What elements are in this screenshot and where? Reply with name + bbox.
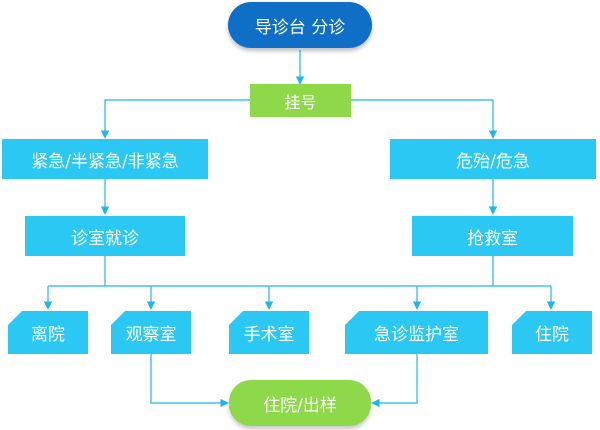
critical-node: 危殆/危急 [390, 139, 596, 179]
triage-desk-node: 导诊台 分诊 [228, 2, 372, 48]
discharge-node: 离院 [8, 311, 88, 354]
operating-room-node: 手术室 [229, 311, 309, 354]
urgent-node: 紧急/半紧急/非紧急 [2, 139, 208, 179]
connector-to-urgent [100, 99, 250, 139]
emergency-monitoring-node: 急诊监护室 [345, 311, 488, 354]
rescue-node: 抢救室 [412, 216, 573, 256]
connector-to-critical [351, 99, 498, 139]
hospitalization-node: 住院 [512, 311, 592, 354]
consultation-node: 诊室就诊 [25, 216, 185, 256]
connector-monitoring-to-final [371, 354, 418, 408]
observation-node: 观察室 [111, 311, 191, 354]
connector-observation-to-final [150, 354, 229, 408]
registration-node: 挂号 [250, 84, 351, 117]
admit-discharge-node: 住院/出样 [229, 380, 371, 426]
